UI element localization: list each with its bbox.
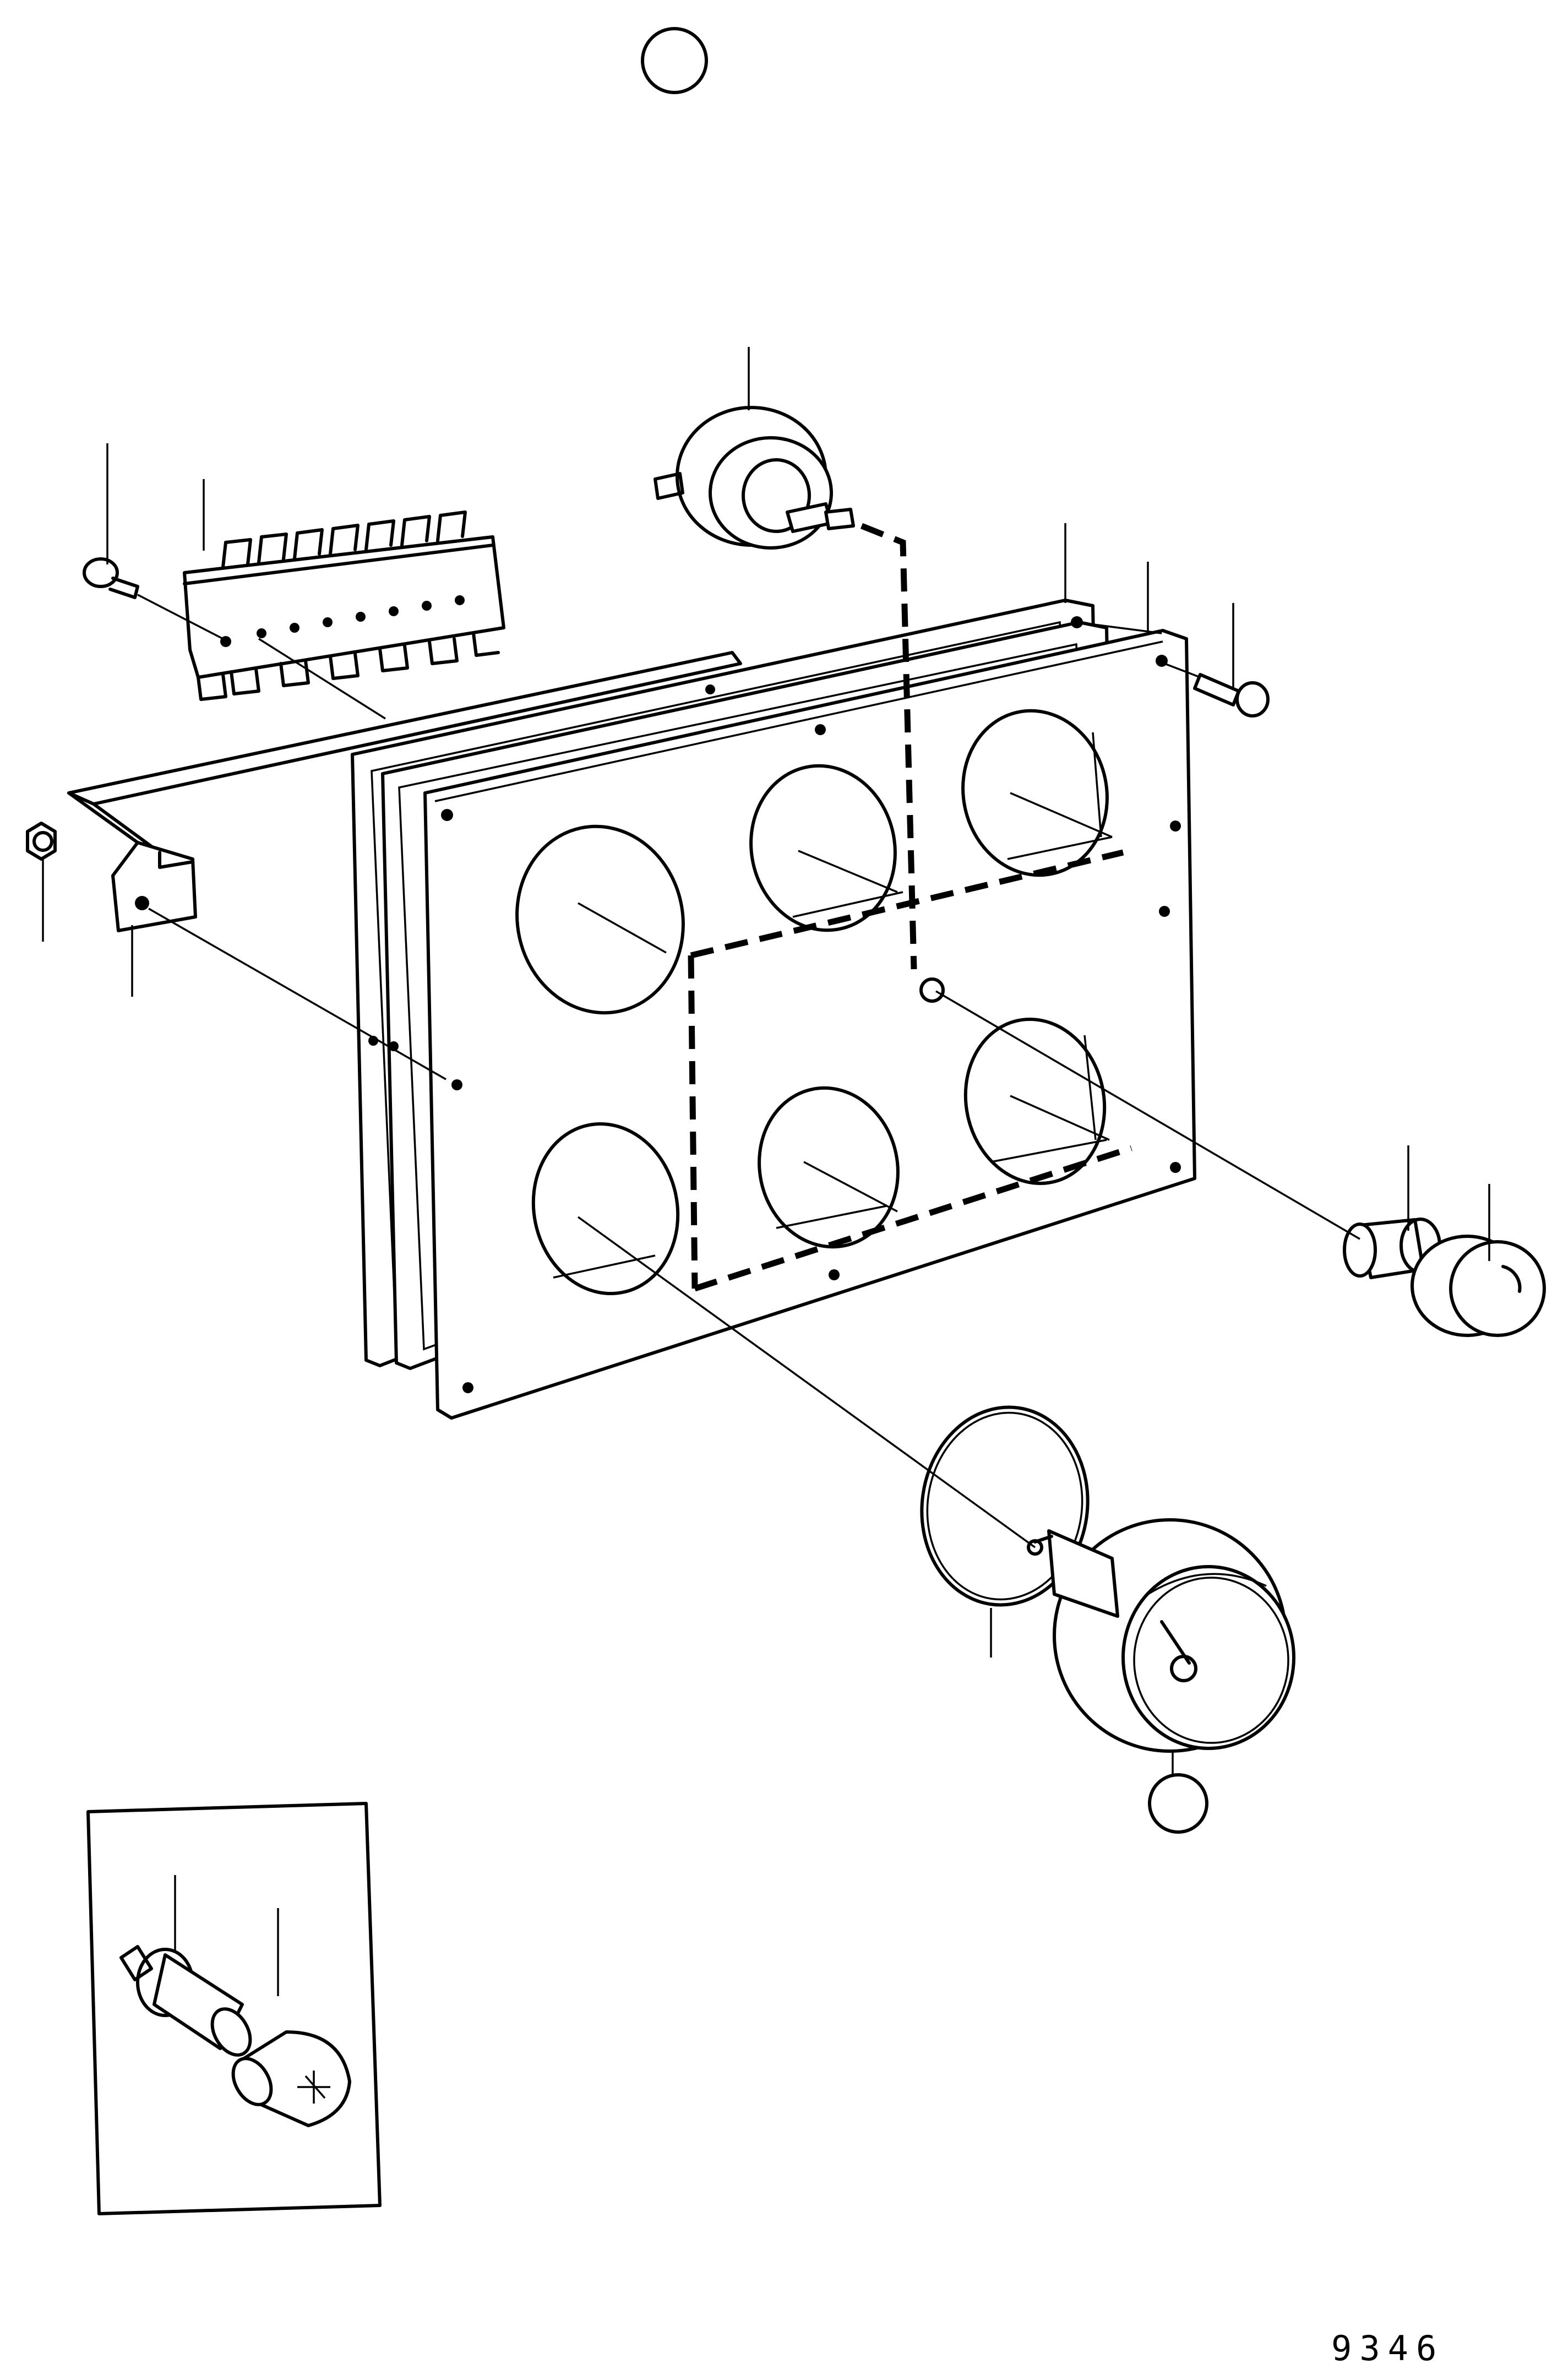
bulb — [231, 2030, 351, 2127]
front-panel — [423, 629, 1196, 1420]
knob — [1411, 1235, 1546, 1337]
gauge-hole-top-middle — [749, 764, 903, 932]
cutout-dashed-outline — [688, 523, 1132, 1292]
nut — [26, 822, 57, 861]
gauge-hole-bottom-left — [531, 1122, 680, 1296]
screw-left — [83, 557, 139, 599]
rotary-switch — [654, 406, 855, 550]
gauge-hole-bottom-middle — [758, 1086, 900, 1249]
callout-circle-bottom — [1148, 1773, 1208, 1834]
lamp-inset — [86, 1802, 382, 2215]
gauge-hole-bottom-right — [963, 1017, 1107, 1186]
mounting-bracket — [67, 651, 742, 932]
callout-circle-top — [641, 27, 708, 94]
figure-number: 9346 — [1331, 2328, 1445, 2368]
gauge — [1027, 1518, 1295, 1753]
lamp-holder — [119, 1945, 252, 2057]
screw-right — [1193, 673, 1270, 718]
terminal-block — [183, 510, 505, 701]
sealing-ring — [920, 1405, 1090, 1607]
knob-sleeve — [1343, 1218, 1441, 1279]
leader-lines — [42, 347, 1490, 1776]
gauge-hole-top-left — [515, 824, 685, 1015]
gauge-hole-top-right — [961, 709, 1113, 877]
